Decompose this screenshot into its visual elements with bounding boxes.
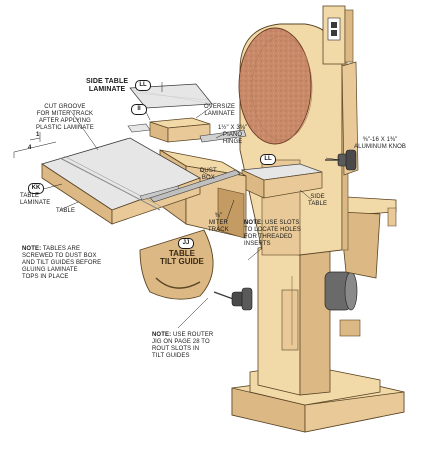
label-dust-box: DUST BOX xyxy=(200,168,217,181)
note-tables-screwed-body: TABLES ARE SCREWED TO DUST BOX AND TILT … xyxy=(22,246,102,280)
label-side-table: SIDE TABLE xyxy=(308,194,328,207)
switch-box xyxy=(322,5,354,65)
note-use-slots-prefix: NOTE: xyxy=(244,220,264,226)
label-miter-track: ⅜" MITER TRACK xyxy=(208,213,229,233)
block-ii xyxy=(127,117,211,143)
table-tilt-guide xyxy=(139,229,214,300)
label-piano-hinge: 1½" x 3⅝" PIANO HINGE xyxy=(218,125,248,145)
label-dim-one: 1 xyxy=(36,132,40,138)
piano-hinge xyxy=(199,129,247,143)
label-oversize-laminate: OVERSIZE LAMINATE xyxy=(204,104,236,117)
note-use-slots-body: USE SLOTS TO LOCATE HOLES FOR THREADED I… xyxy=(244,220,301,247)
note-router-jig: NOTE: USE ROUTER JIG ON PAGE 28 TO ROUT … xyxy=(152,332,213,360)
tilt-knob xyxy=(213,287,253,311)
label-table: TABLE xyxy=(56,208,76,214)
tag-jj: JJ xyxy=(178,238,194,249)
sanding-disc xyxy=(238,27,313,145)
note-tables-screwed: NOTE: TABLES ARE SCREWED TO DUST BOX AND… xyxy=(22,246,101,281)
note-router-jig-prefix: NOTE: xyxy=(152,332,172,338)
side-table xyxy=(240,163,323,199)
label-cut-groove: CUT GROOVE FOR MITER TRACK AFTER APPLYIN… xyxy=(36,104,94,131)
tag-ll-side: LL xyxy=(260,154,276,165)
note-router-jig-body: USE ROUTER JIG ON PAGE 28 TO ROUT SLOTS … xyxy=(152,332,214,359)
aluminum-knob xyxy=(325,149,357,171)
label-side-table-laminate: SIDE TABLE LAMINATE xyxy=(86,78,129,93)
note-use-slots: NOTE: USE SLOTS TO LOCATE HOLES FOR THRE… xyxy=(244,220,301,248)
tag-ll-top: LL xyxy=(135,80,151,91)
stand-column xyxy=(257,241,331,396)
label-aluminum-knob: ⅜"-16 x 1⅜" ALUMINUM KNOB xyxy=(354,137,406,150)
side-table-laminate-sheet xyxy=(129,83,213,109)
tag-kk: KK xyxy=(28,183,44,194)
tag-ii: II xyxy=(131,104,147,115)
miter-track xyxy=(149,169,241,203)
dimension-lines xyxy=(13,132,57,158)
label-table-laminate: TABLE LAMINATE xyxy=(20,193,51,206)
label-table-tilt-guide: TABLE TILT GUIDE xyxy=(160,249,204,266)
label-dim-four: 4 xyxy=(28,145,32,151)
note-tables-screwed-prefix: NOTE: xyxy=(22,246,42,252)
side-rail xyxy=(341,61,359,176)
